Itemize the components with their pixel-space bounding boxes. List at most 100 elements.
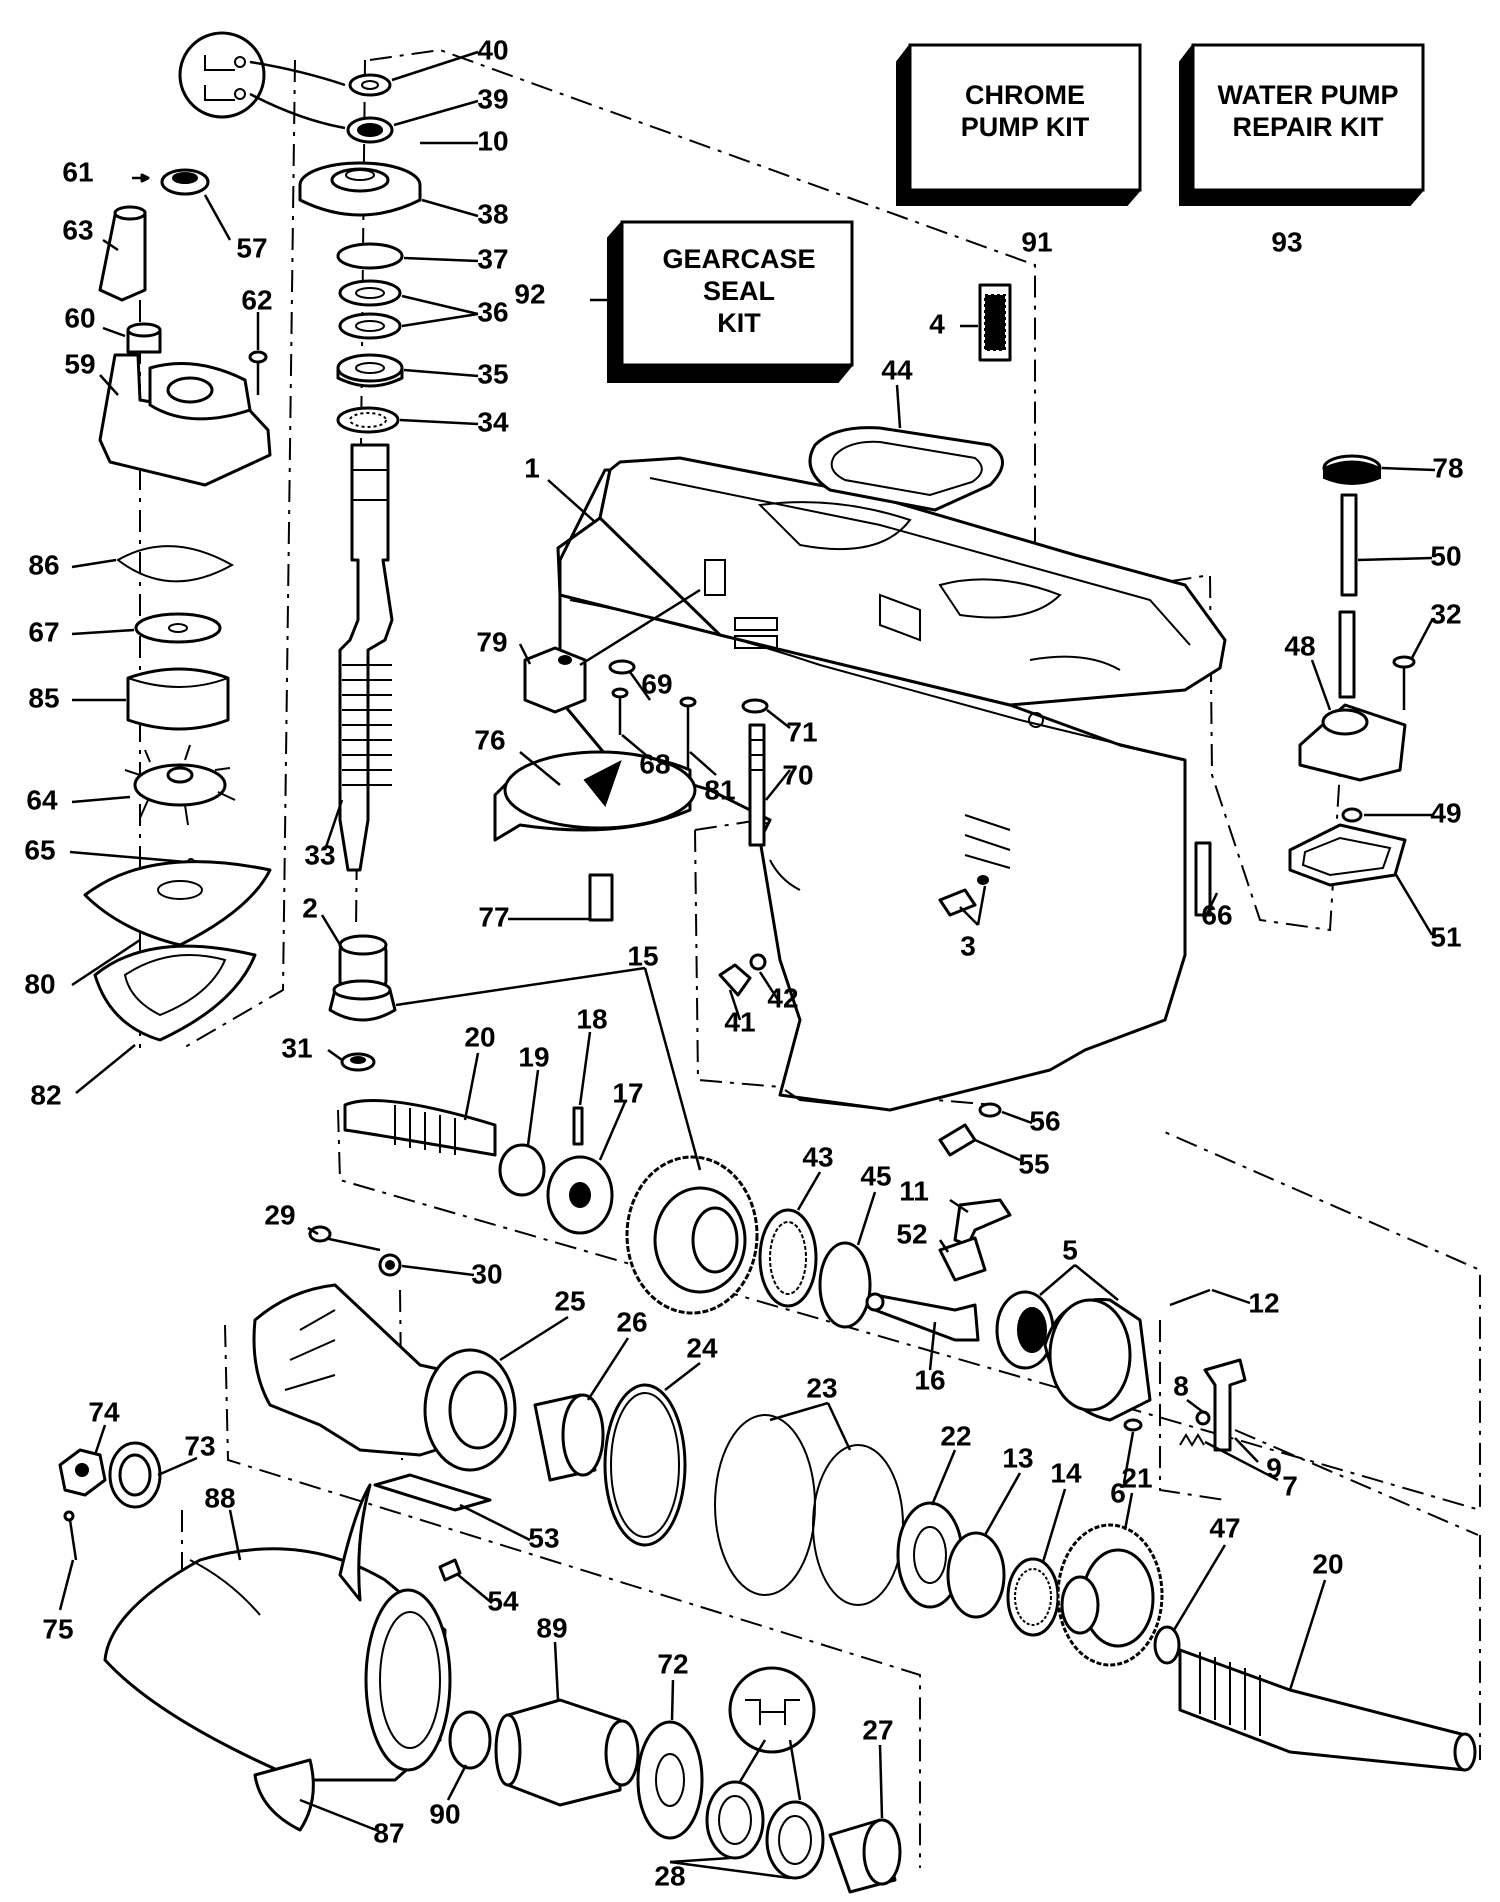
callout-2: 2 (302, 892, 318, 923)
propeller-assembly (58, 1441, 902, 1894)
callout-52: 52 (896, 1218, 927, 1249)
callout-67: 67 (28, 616, 59, 647)
callout-20b: 20 (1312, 1548, 1343, 1579)
callout-21: 21 (1121, 1462, 1152, 1493)
callout-81: 81 (704, 774, 735, 805)
callout-17: 17 (612, 1077, 643, 1108)
callout-13: 13 (1002, 1442, 1033, 1473)
callout-38: 38 (477, 198, 508, 229)
callout-37: 37 (477, 243, 508, 274)
callout-88: 88 (204, 1482, 235, 1513)
callout-57: 57 (236, 232, 267, 263)
callout-19: 19 (518, 1041, 549, 1072)
callout-45: 45 (860, 1160, 891, 1191)
callout-60: 60 (64, 302, 95, 333)
water-pump-assembly (83, 168, 272, 1042)
gearcase-housing (556, 456, 1227, 1112)
callout-70: 70 (782, 759, 813, 790)
callout-85: 85 (28, 682, 59, 713)
callout-32: 32 (1430, 598, 1461, 629)
callout-51: 51 (1430, 921, 1461, 952)
callout-89: 89 (536, 1612, 567, 1643)
callout-91: 91 (1021, 226, 1052, 257)
callout-18: 18 (576, 1003, 607, 1034)
callout-34: 34 (477, 406, 509, 437)
gearcase-seal-kit-line3: KIT (717, 308, 761, 338)
callout-82: 82 (30, 1079, 61, 1110)
water-pump-repair-kit-line2: REPAIR KIT (1232, 112, 1384, 142)
callout-41: 41 (724, 1006, 755, 1037)
callout-23: 23 (806, 1372, 837, 1403)
chrome-pump-kit-box: CHROME PUMP KIT (896, 43, 1142, 206)
callout-50: 50 (1430, 540, 1461, 571)
callout-65: 65 (24, 834, 55, 865)
mid-hardware (493, 588, 1002, 1157)
lower-drive-train (343, 1099, 1247, 1452)
callout-7: 7 (1282, 1470, 1298, 1501)
callout-79: 79 (476, 626, 507, 657)
callout-74: 74 (88, 1396, 120, 1427)
callout-47: 47 (1209, 1512, 1240, 1543)
callout-48: 48 (1284, 630, 1315, 661)
gearcase-seal-kit-line2: SEAL (703, 276, 775, 306)
callout-77: 77 (478, 901, 509, 932)
callout-12: 12 (1248, 1287, 1279, 1318)
callout-56: 56 (1029, 1105, 1060, 1136)
callout-20: 20 (464, 1021, 495, 1052)
water-pump-repair-kit-line1: WATER PUMP (1218, 80, 1399, 110)
callout-24: 24 (686, 1332, 718, 1363)
callout-63: 63 (62, 214, 93, 245)
callout-14: 14 (1050, 1457, 1082, 1488)
callout-93: 93 (1271, 226, 1302, 257)
callout-72: 72 (657, 1648, 688, 1679)
callout-68: 68 (639, 748, 670, 779)
callout-35: 35 (477, 358, 508, 389)
callout-5: 5 (1062, 1234, 1078, 1265)
callout-64: 64 (26, 784, 58, 815)
callout-8: 8 (1173, 1370, 1189, 1401)
callout-76: 76 (474, 724, 505, 755)
callout-71: 71 (786, 716, 817, 747)
callout-1: 1 (524, 452, 540, 483)
callout-4: 4 (929, 308, 945, 339)
gearcase-seal-kit-line1: GEARCASE (662, 244, 815, 274)
gearcase-seal-kit-box: GEARCASE SEAL KIT (607, 220, 854, 383)
callout-61: 61 (62, 156, 93, 187)
right-hardware (1194, 454, 1416, 917)
callout-54: 54 (487, 1585, 519, 1616)
callout-55: 55 (1018, 1148, 1049, 1179)
chrome-pump-kit-line2: PUMP KIT (961, 112, 1090, 142)
callout-80: 80 (24, 968, 55, 999)
callout-44: 44 (881, 354, 913, 385)
callout-25: 25 (554, 1285, 585, 1316)
callout-62: 62 (241, 284, 272, 315)
bearing-housing (252, 1225, 1477, 1772)
callout-49: 49 (1430, 797, 1461, 828)
callout-78: 78 (1432, 452, 1463, 483)
driveshaft-assembly (298, 73, 422, 1072)
chrome-pump-kit-line1: CHROME (965, 80, 1085, 110)
callout-86: 86 (28, 549, 59, 580)
shift-linkage-detail (178, 31, 346, 130)
leader-lines (58, 50, 1436, 1880)
gasket-and-strainer (808, 283, 1012, 512)
callout-22: 22 (940, 1420, 971, 1451)
callout-11: 11 (899, 1175, 929, 1206)
callout-9: 9 (1266, 1452, 1282, 1483)
callout-73: 73 (184, 1430, 215, 1461)
callout-26: 26 (616, 1306, 647, 1337)
shaft-splines (342, 664, 392, 786)
callout-75: 75 (42, 1613, 73, 1644)
callout-28: 28 (654, 1860, 685, 1891)
callout-92: 92 (514, 278, 545, 309)
callout-66: 66 (1201, 899, 1232, 930)
callout-36: 36 (477, 296, 508, 327)
water-pump-repair-kit-box: WATER PUMP REPAIR KIT (1179, 43, 1425, 206)
callout-10: 10 (477, 125, 508, 156)
callout-39: 39 (477, 83, 508, 114)
callout-27: 27 (862, 1714, 893, 1745)
callout-6: 6 (1110, 1477, 1126, 1508)
callout-3: 3 (960, 930, 976, 961)
